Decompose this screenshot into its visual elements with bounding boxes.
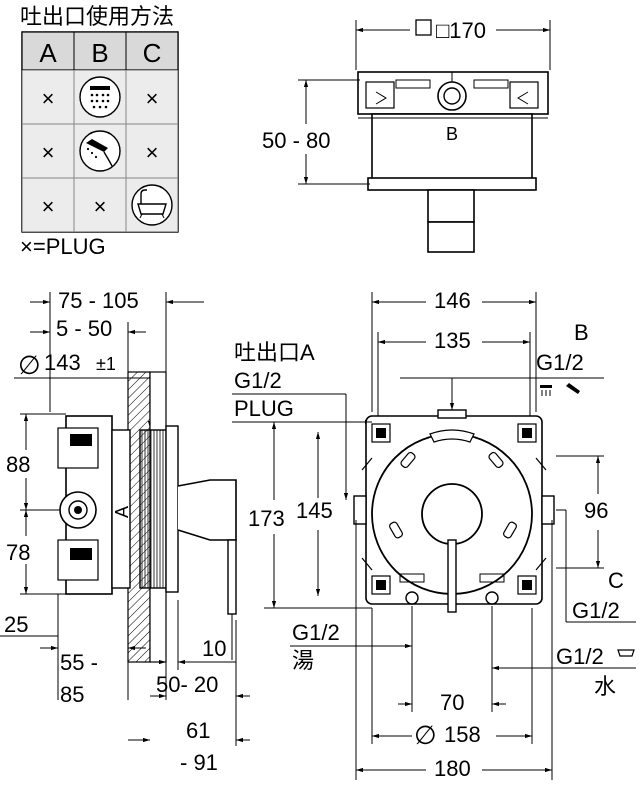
top-view: □170 B 50 - 80 (262, 18, 551, 253)
cold-tub-symbol-icon (617, 649, 635, 657)
cold-label: 水 (594, 674, 616, 699)
row1-a-cell: × (42, 86, 55, 111)
side-view: 75 - 105 5 - 50 ∅ 143 ±1 A (0, 288, 250, 775)
front-dia-symbol: ∅ (414, 720, 437, 750)
side-dim-91: - 91 (180, 750, 218, 775)
row1-c-cell: × (146, 86, 159, 111)
front-dim-173: 173 (248, 506, 285, 531)
outlet-c-label: C (608, 568, 624, 593)
outlet-a-thread: G1/2 (234, 368, 282, 393)
side-dia-symbol: ∅ (18, 350, 41, 380)
row3-a-cell: × (42, 194, 55, 219)
row2-a-cell: × (42, 140, 55, 165)
col-header-c: C (143, 38, 162, 68)
side-dim-85: 85 (60, 682, 84, 707)
front-view: 146 135 吐出口A G1/2 PLUG B G1/2 (232, 288, 636, 781)
hand-shower-icon (79, 130, 121, 172)
row2-c-cell: × (146, 140, 159, 165)
front-dim-96: 96 (584, 498, 608, 523)
side-dim-50-20: 50- 20 (156, 672, 218, 697)
top-height-dim: 50 - 80 (262, 128, 331, 153)
side-dia-tol: ±1 (96, 354, 116, 374)
side-dim-10: 10 (202, 636, 226, 661)
side-port-a: A (112, 506, 132, 518)
front-dim-146: 146 (434, 288, 471, 313)
cold-thread: G1/2 (556, 644, 604, 669)
side-dim-75-105: 75 - 105 (58, 288, 139, 313)
col-header-a: A (39, 38, 57, 68)
top-port-b: B (446, 124, 458, 144)
front-dim-180: 180 (434, 756, 471, 781)
side-dia-143: 143 (44, 350, 81, 375)
side-dim-61: 61 (186, 718, 210, 743)
rain-shower-icon (79, 76, 121, 118)
row3-b-cell: × (94, 194, 107, 219)
hot-label: 湯 (292, 648, 314, 673)
usage-table-legend: ×=PLUG (20, 234, 106, 259)
usage-table-title: 吐出口使用方法 (20, 4, 174, 29)
side-dim-88: 88 (6, 452, 30, 477)
usage-table: 吐出口使用方法 A B C × × × (20, 4, 179, 259)
bathtub-icon (131, 184, 173, 226)
side-dim-5-50: 5 - 50 (56, 316, 112, 341)
b-hand-shower-symbol-icon (566, 383, 580, 394)
outlet-b-label: B (574, 320, 589, 345)
plug-label: PLUG (234, 396, 294, 421)
outlet-b-thread: G1/2 (536, 350, 584, 375)
outlet-c-thread: G1/2 (572, 598, 620, 623)
hot-thread: G1/2 (292, 620, 340, 645)
side-dim-55: 55 - (60, 650, 98, 675)
side-dim-25: 25 (4, 612, 28, 637)
front-dim-158: 158 (444, 722, 481, 747)
front-dim-145: 145 (296, 498, 333, 523)
front-dim-135: 135 (434, 328, 471, 353)
outlet-a-label: 吐出口A (234, 340, 315, 365)
b-rain-symbol-icon (540, 385, 552, 396)
top-width-dim: □170 (436, 18, 486, 43)
side-dim-78: 78 (6, 540, 30, 565)
front-dim-70: 70 (440, 690, 464, 715)
col-header-b: B (91, 38, 108, 68)
